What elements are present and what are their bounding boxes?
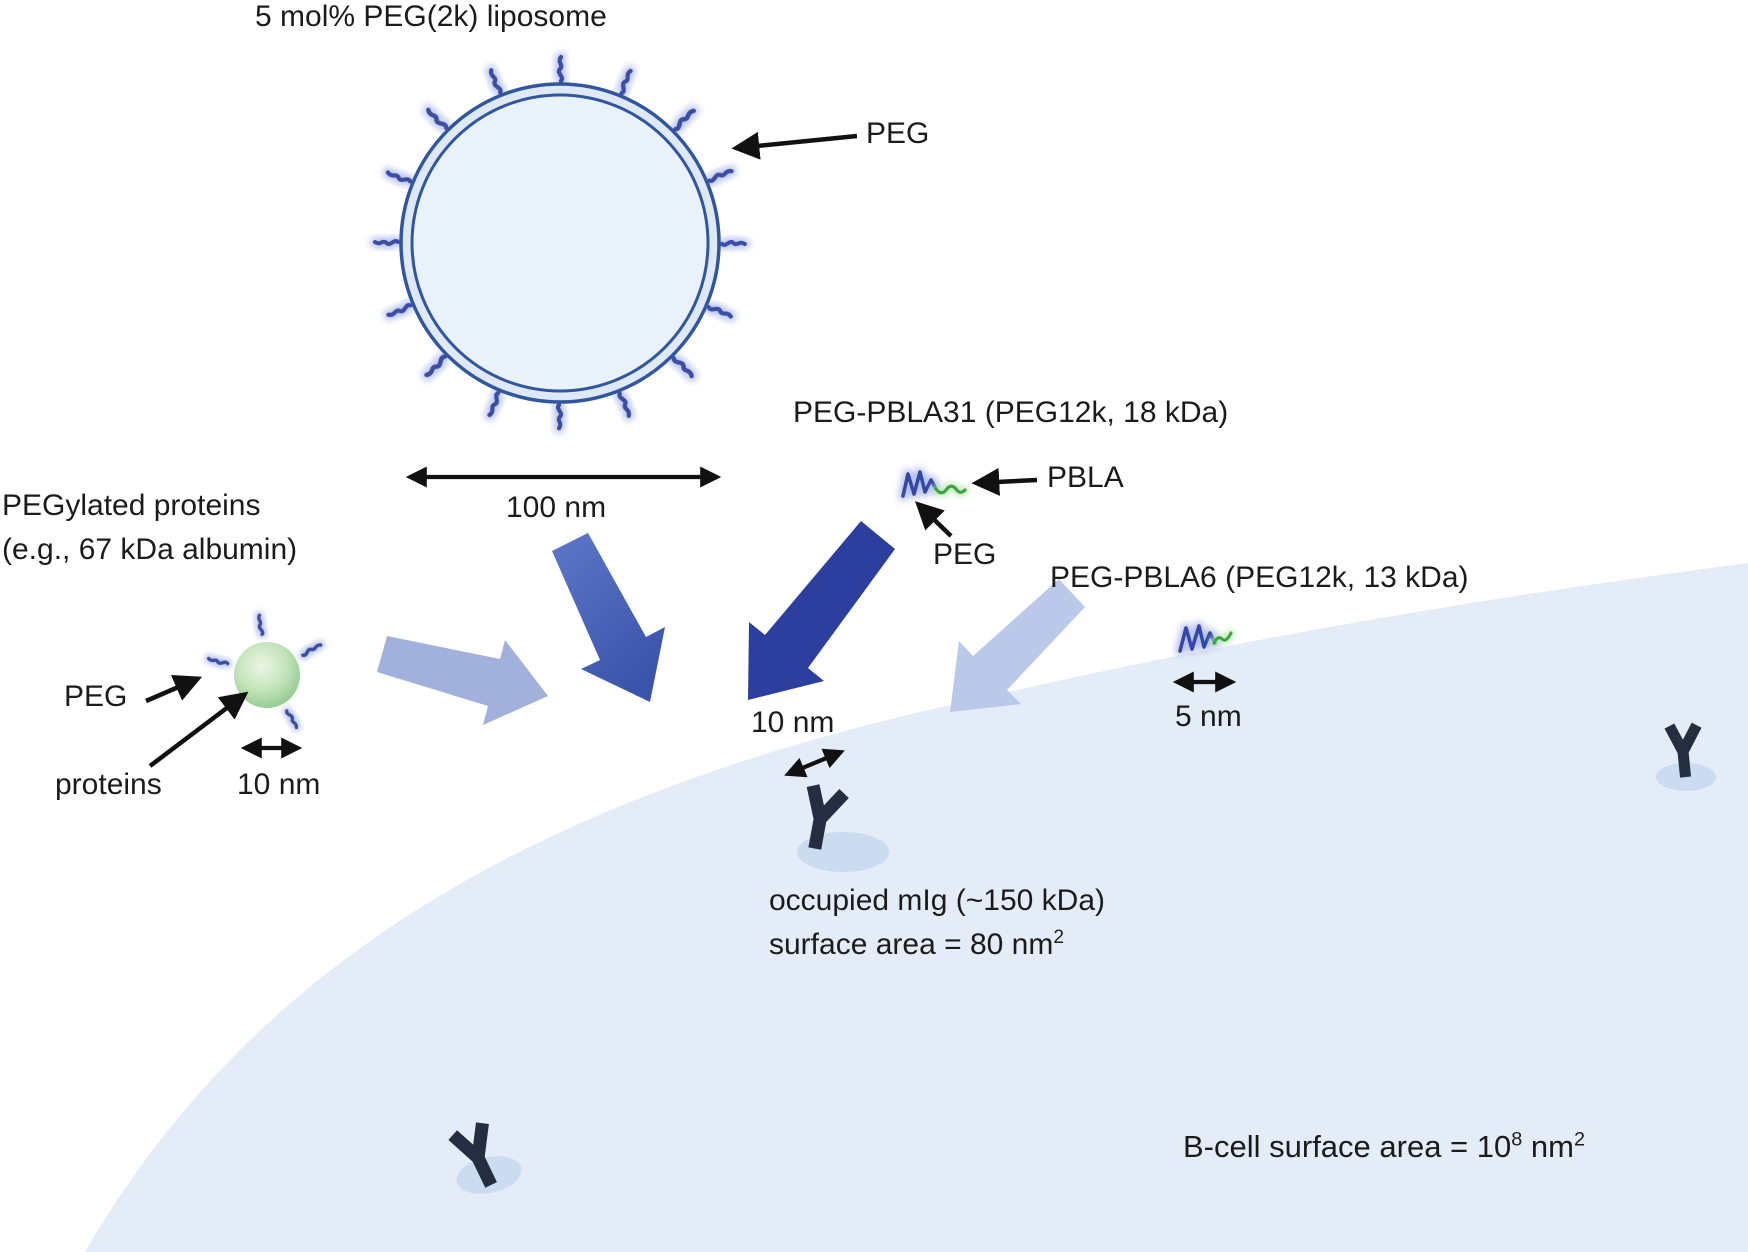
peg-pbla6-title: PEG-PBLA6 (PEG12k, 13 kDa) xyxy=(1050,561,1469,594)
block-arrow-pegylated-protein xyxy=(377,636,548,725)
pbla-label: PBLA xyxy=(1047,461,1124,494)
measure-10nm-mig xyxy=(784,748,845,778)
pegylated-protein-sphere xyxy=(206,613,323,730)
arrow-proteins-to-protein xyxy=(148,691,249,768)
block-arrow-peg-pbla6 xyxy=(950,579,1085,712)
pbla6-peg-chain xyxy=(1178,624,1217,653)
pegylated-proteins-caption: PEGylated proteins (e.g., 67 kDa albumin… xyxy=(2,484,297,572)
b-cell-surface xyxy=(85,563,1748,1252)
pbla6-size-label: 5 nm xyxy=(1175,700,1242,733)
squared-sup: 2 xyxy=(1053,927,1064,948)
arrow-peg-to-molecule31 xyxy=(914,501,953,538)
block-arrow-peg-pbla31 xyxy=(748,521,895,700)
pbla31-pbla-chain xyxy=(934,484,967,495)
peg-label-protein: PEG xyxy=(64,680,128,713)
peg-label-pbla31: PEG xyxy=(933,538,997,571)
bcell-surface-area-label: B-cell surface area = 108 nm2 xyxy=(1183,1128,1586,1164)
arrow-pbla-to-molecule xyxy=(971,467,1038,496)
exponent-sup: 8 xyxy=(1511,1128,1523,1151)
pegylated-proteins-line2: (e.g., 67 kDa albumin) xyxy=(2,533,298,566)
peg-pbla6-molecule xyxy=(1178,624,1233,653)
occupied-mig-line1: occupied mIg (~150 kDa) xyxy=(769,884,1106,917)
protein-core xyxy=(234,642,300,708)
protein-diameter-label: 10 nm xyxy=(237,768,321,801)
liposome-title: 5 mol% PEG(2k) liposome xyxy=(255,0,607,33)
pbla6-pbla-chain xyxy=(1212,631,1233,645)
peg-pbla31-title: PEG-PBLA31 (PEG12k, 18 kDa) xyxy=(793,396,1229,429)
measurement-arrows xyxy=(240,466,1237,778)
occupied-mig-line2: surface area = 80 nm2 xyxy=(769,927,1064,961)
annotation-arrows xyxy=(145,131,1038,768)
liposome-diameter-label: 100 nm xyxy=(506,491,607,524)
block-arrow-liposome xyxy=(552,533,665,702)
occupied-mig-caption: occupied mIg (~150 kDa) surface area = 8… xyxy=(769,879,1105,967)
squared-sup: 2 xyxy=(1573,1128,1586,1151)
arrow-peg-to-liposome xyxy=(731,131,858,160)
liposome-inner-membrane xyxy=(410,93,710,393)
pbla31-peg-chain xyxy=(901,470,938,498)
peg-pbla31-molecule xyxy=(901,470,967,498)
arrow-peg-to-protein xyxy=(145,675,203,704)
liposome xyxy=(375,57,745,428)
proteins-label: proteins xyxy=(55,768,162,801)
pegylated-proteins-line1: PEGylated proteins xyxy=(2,489,261,522)
mig-gap-label: 10 nm xyxy=(751,706,835,739)
peg-label-liposome: PEG xyxy=(866,117,930,150)
